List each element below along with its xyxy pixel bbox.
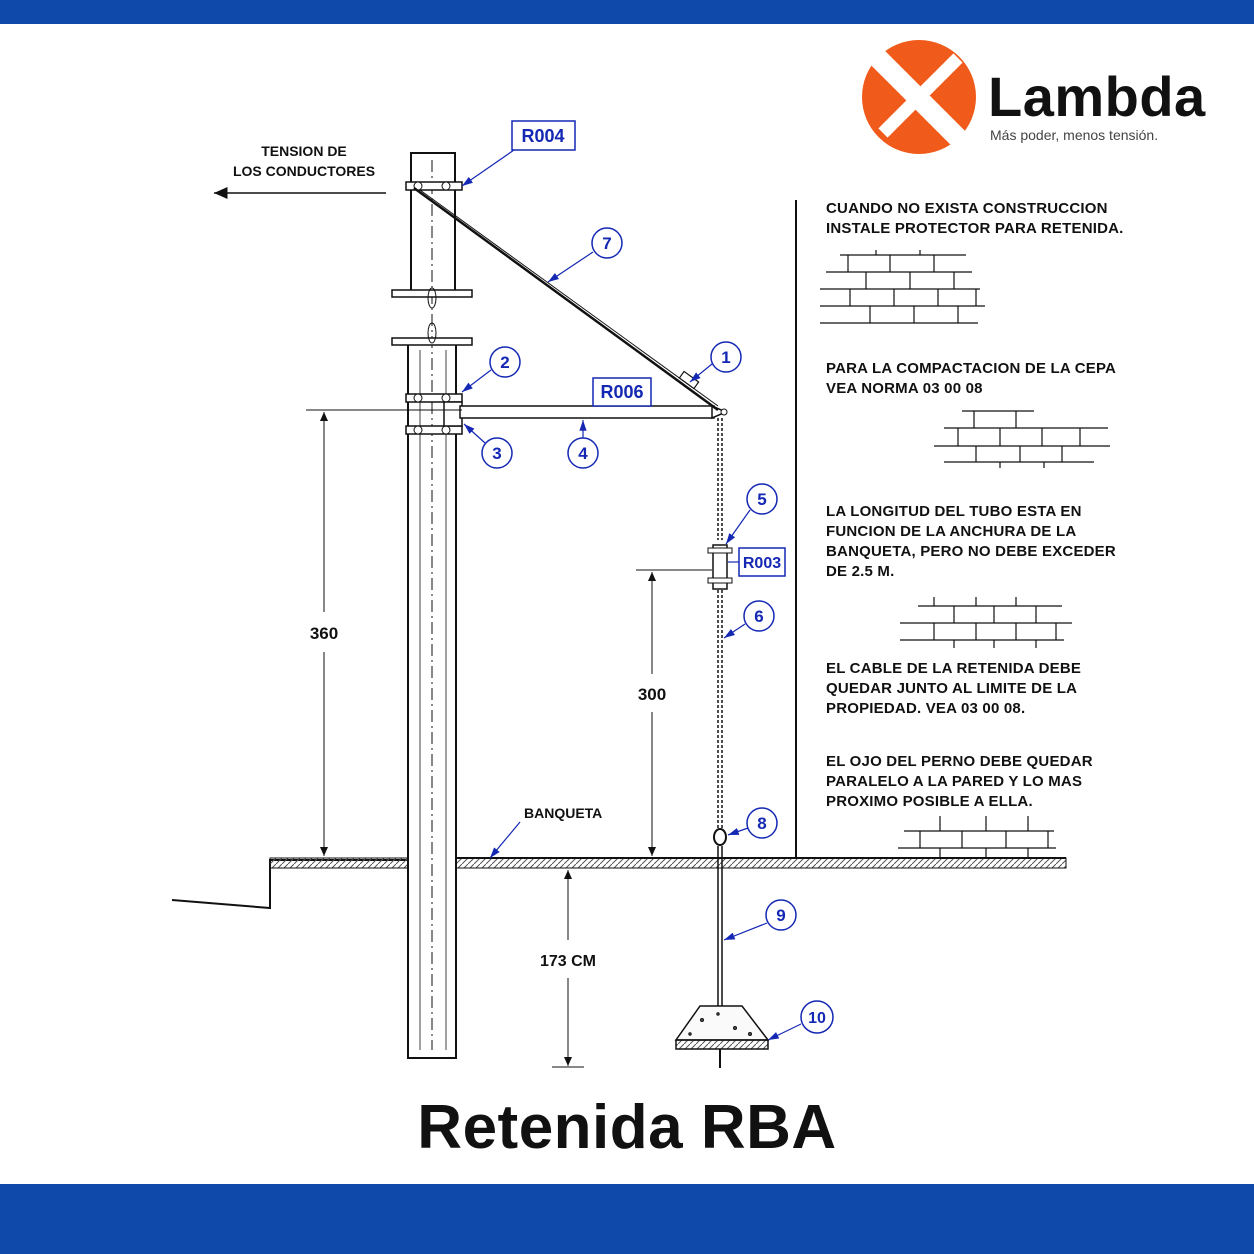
horizontal-tube: [459, 404, 728, 420]
svg-text:7: 7: [602, 234, 611, 253]
diagonal-brace: [413, 186, 719, 412]
callout-2: 2: [461, 346, 521, 393]
callout-4: 4: [567, 420, 599, 469]
ref-r004: R004: [461, 120, 576, 187]
note-protector: CUANDO NO EXISTA CONSTRUCCION INSTALE PR…: [826, 200, 1124, 237]
page-title: Retenida RBA: [417, 1093, 837, 1162]
brick-wall-3: [900, 597, 1072, 648]
svg-text:8: 8: [757, 814, 766, 833]
svg-text:R003: R003: [743, 555, 781, 572]
callout-5: 5: [725, 483, 778, 545]
tension-label-line1: TENSION DE: [261, 143, 347, 159]
callout-1: 1: [689, 341, 742, 383]
ref-r003: R003: [728, 547, 786, 577]
note-ojo-perno: EL OJO DEL PERNO DEBE QUEDAR PARALELO A …: [826, 753, 1093, 810]
lower-clamps: [405, 393, 463, 435]
dim-173-label: 173 CM: [540, 953, 596, 970]
dim-300-label: 300: [638, 685, 666, 704]
note-cable-limite: EL CABLE DE LA RETENIDA DEBE QUEDAR JUNT…: [826, 660, 1082, 717]
guy-cable: [707, 418, 733, 1010]
brand-logo-icon: [862, 40, 976, 154]
callout-3: 3: [463, 423, 513, 469]
dimension-173: [552, 870, 584, 1068]
svg-text:5: 5: [757, 490, 766, 509]
banqueta-label: BANQUETA: [524, 805, 602, 821]
note-compactacion: PARA LA COMPACTACION DE LA CEPA VEA NORM…: [826, 360, 1117, 397]
svg-text:1: 1: [721, 348, 730, 367]
brick-wall-1: [820, 250, 985, 324]
brand-tagline: Más poder, menos tensión.: [990, 127, 1159, 143]
brand-name: Lambda: [988, 65, 1206, 128]
concrete-anchor: [674, 1005, 770, 1068]
dimension-300: [636, 569, 712, 856]
brick-wall-2: [934, 410, 1110, 468]
svg-text:3: 3: [492, 444, 501, 463]
callout-7: 7: [547, 227, 623, 283]
callout-10: 10: [767, 1000, 834, 1041]
top-band: [0, 0, 1254, 24]
dimension-360: [306, 409, 462, 856]
dim-360-label: 360: [310, 624, 338, 643]
ground-line: [171, 857, 1067, 910]
brick-wall-4: [898, 816, 1056, 858]
callout-9: 9: [723, 899, 797, 941]
callout-6: 6: [723, 600, 775, 639]
callout-8: 8: [727, 807, 778, 839]
banqueta-leader: [489, 821, 521, 859]
svg-text:R006: R006: [600, 382, 643, 402]
svg-text:2: 2: [500, 353, 509, 372]
top-clamp: [405, 181, 463, 191]
note-longitud-tubo: LA LONGITUD DEL TUBO ESTA EN FUNCION DE …: [826, 503, 1116, 580]
svg-text:4: 4: [578, 444, 588, 463]
ref-r006: R006: [592, 377, 652, 407]
svg-text:9: 9: [776, 906, 785, 925]
svg-text:6: 6: [754, 607, 763, 626]
tension-label-line2: LOS CONDUCTORES: [233, 163, 375, 179]
pole: [391, 152, 473, 1059]
svg-text:10: 10: [808, 1010, 826, 1027]
bottom-band: [0, 1184, 1254, 1254]
svg-text:R004: R004: [521, 126, 564, 146]
